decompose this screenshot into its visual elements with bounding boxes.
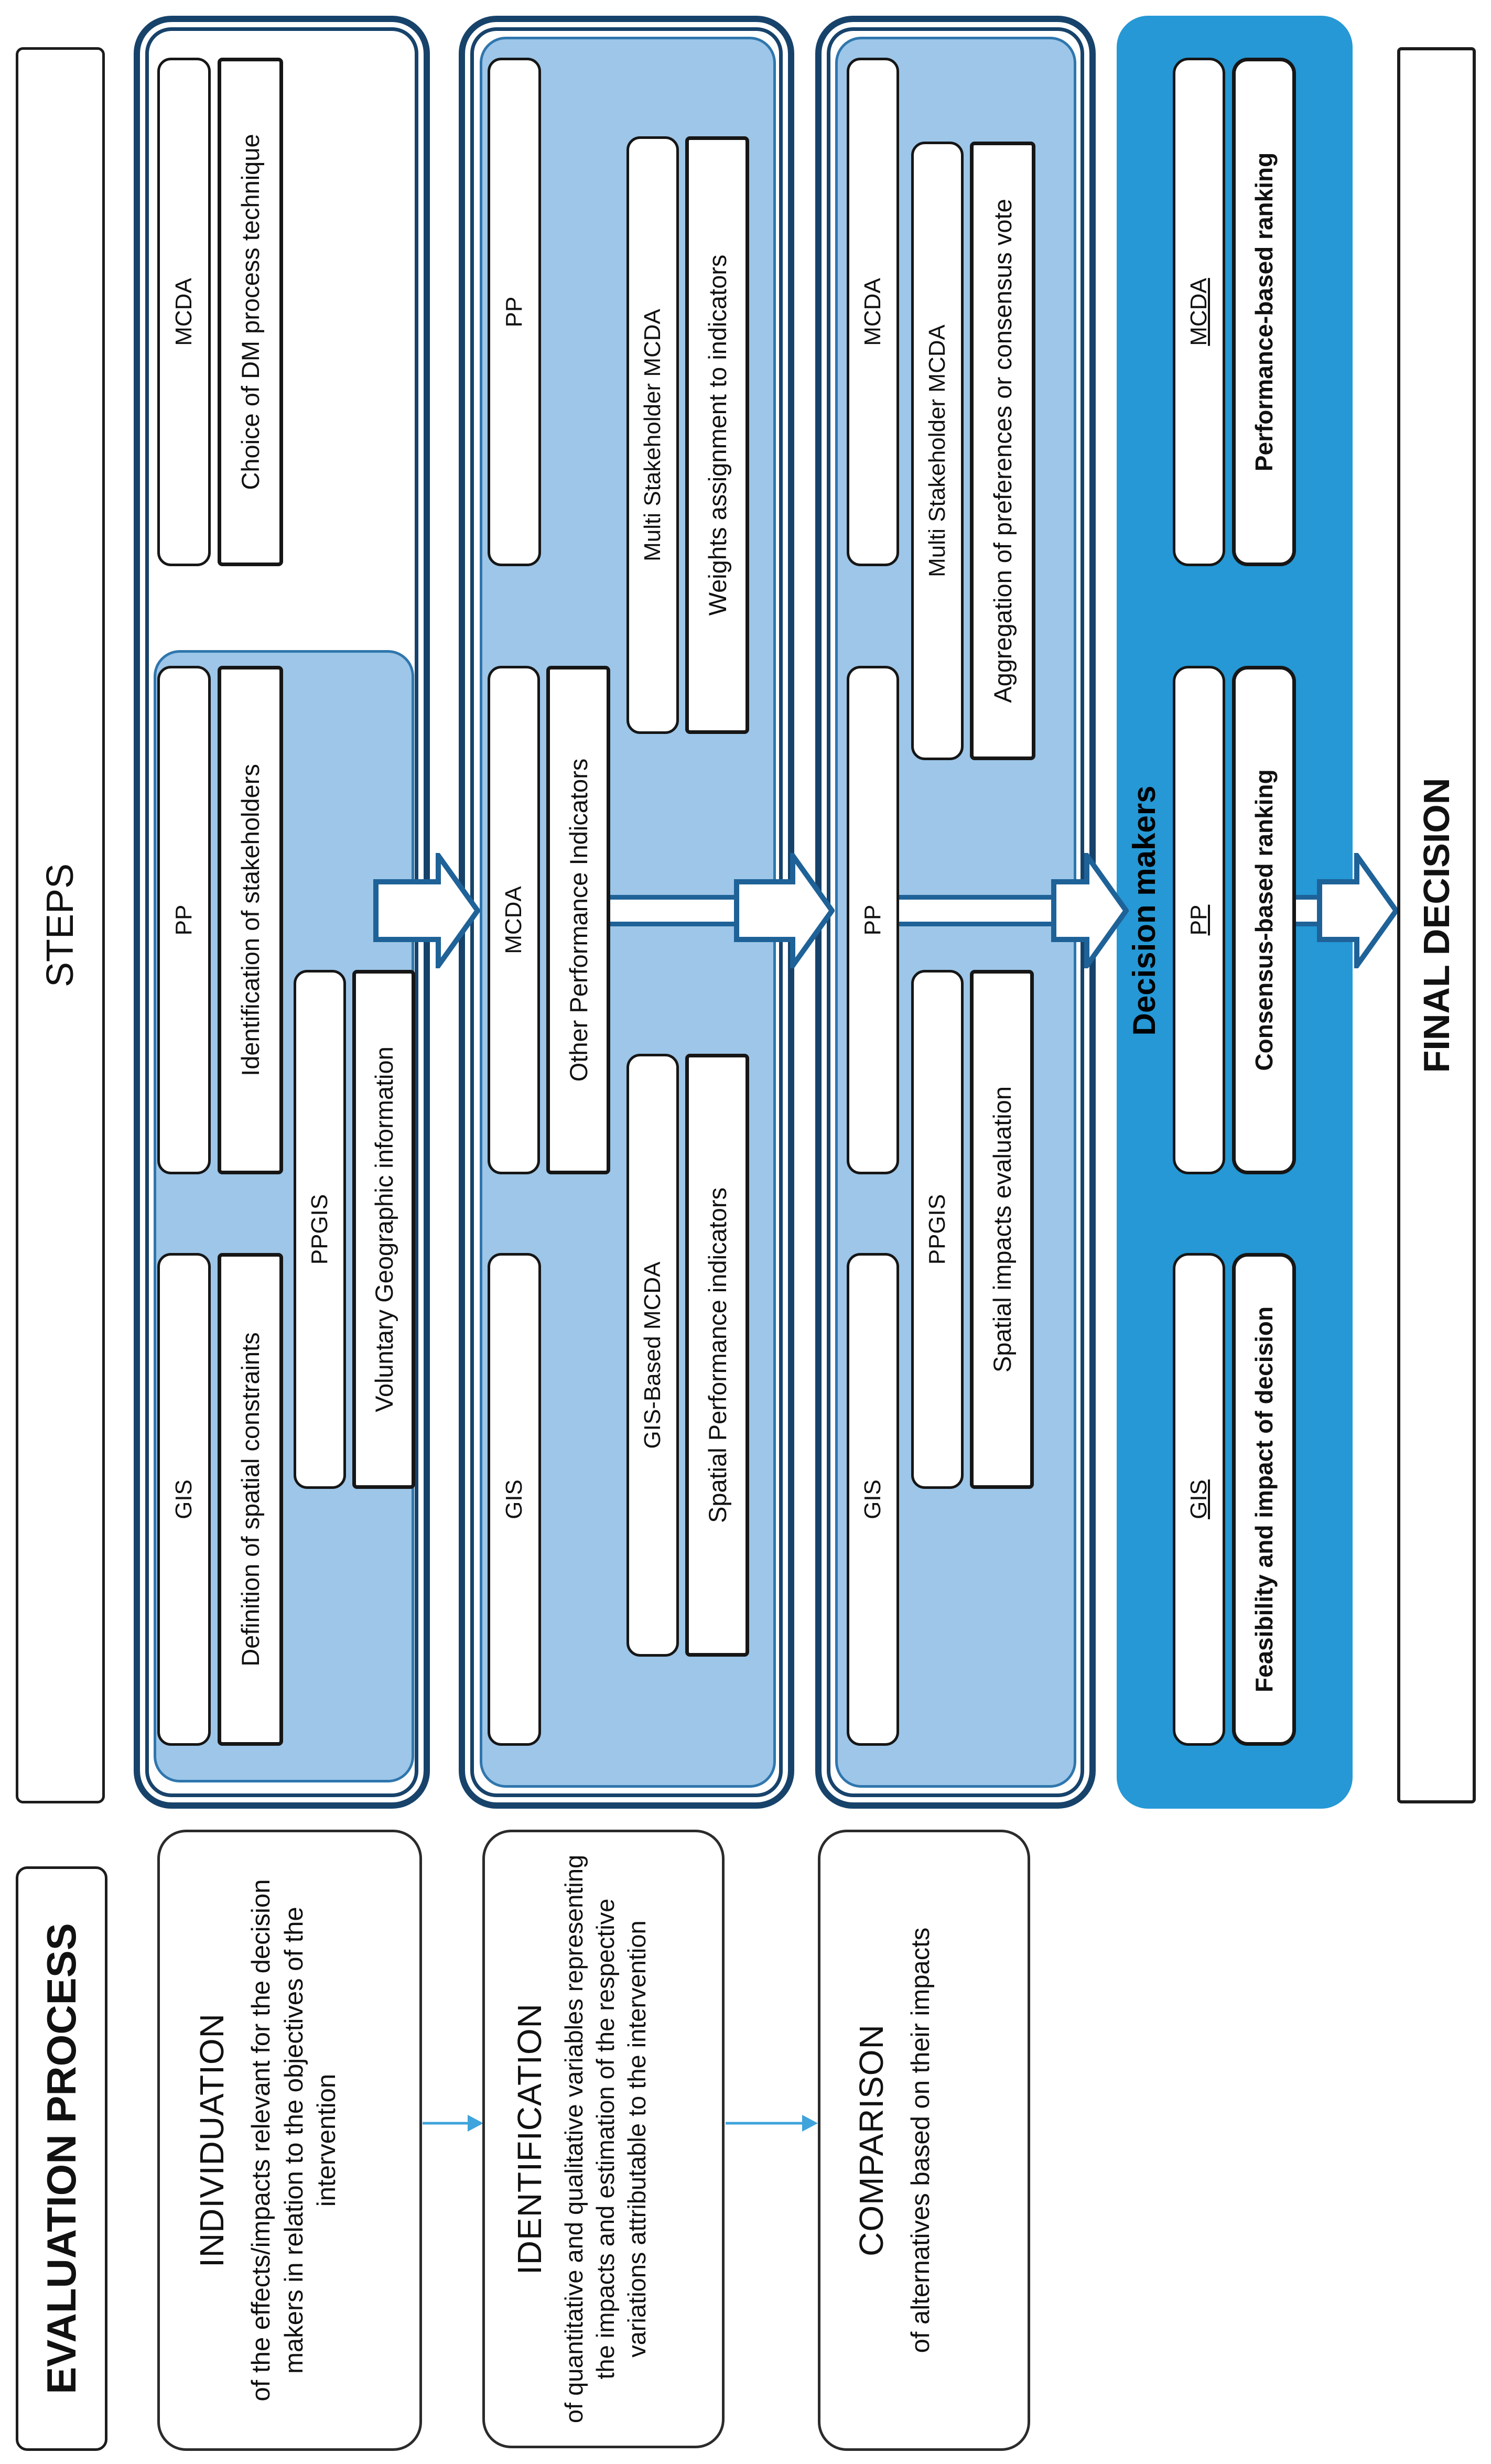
step4-mcda-task-bar: Performance-based ranking xyxy=(1232,58,1296,566)
step2-gis-mcda-label-bar: GIS-Based MCDA xyxy=(626,1054,679,1657)
step1-mcda-label-bar: MCDA xyxy=(157,58,211,566)
process-box-title: INDIVIDUATION xyxy=(193,2013,231,2267)
step1-ppgis-label-bar: PPGIS xyxy=(294,970,346,1489)
step3-gis-label-bar: GIS xyxy=(847,1253,899,1746)
flow-arrow-step4-final-icon xyxy=(1317,853,1399,968)
process-box-body: of quantitative and qualitative variable… xyxy=(560,1854,651,2424)
step1-gis-label-bar: GIS xyxy=(157,1253,211,1746)
step1-pp-task-bar: Identification of stakeholders xyxy=(218,666,283,1174)
step4-gis-label-bar: GIS xyxy=(1173,1253,1225,1746)
connector-arrow-2-icon xyxy=(726,2115,818,2132)
flow-pipe-step2 xyxy=(610,895,739,926)
process-box-body: of alternatives based on their impacts xyxy=(906,1927,935,2353)
step1-pp-label-bar: PP xyxy=(157,666,211,1174)
process-box-body: of the effects/impacts relevant for the … xyxy=(247,1879,341,2402)
process-box-comparison: COMPARISON of alternatives based on thei… xyxy=(818,1830,1030,2451)
flow-arrow-step3-step4-icon xyxy=(1051,853,1129,968)
step2-ms-mcda-label-bar: Multi Stakeholder MCDA xyxy=(626,136,679,734)
step2-gis-mcda-task-bar: Spatial Performance indicators xyxy=(685,1054,749,1657)
step1-gis-task-bar: Definition of spatial constraints xyxy=(218,1253,283,1746)
step2-mcda-task-bar: Other Performance Indicators xyxy=(546,666,610,1174)
step2-ms-mcda-task-bar: Weights assignment to indicators xyxy=(685,136,749,734)
step4-pp-label-bar: PP xyxy=(1173,666,1225,1174)
final-decision-bar: FINAL DECISION xyxy=(1397,47,1476,1803)
step1-mcda-task-bar: Choice of DM process technique xyxy=(218,58,283,566)
process-box-title: IDENTIFICATION xyxy=(511,2003,548,2275)
step2-mcda-label-bar: MCDA xyxy=(488,666,540,1174)
decision-makers-title: Decision makers xyxy=(1126,785,1162,1036)
step4-pp-task-bar: Consensus-based ranking xyxy=(1232,666,1296,1174)
step1-ppgis-task-bar: Voluntary Geographic information xyxy=(352,970,415,1489)
process-box-title: COMPARISON xyxy=(852,2024,890,2256)
steps-header: STEPS xyxy=(16,47,105,1803)
step3-pp-label-bar: PP xyxy=(847,666,899,1174)
step3-mcda-label-bar: MCDA xyxy=(847,58,899,566)
connector-arrow-1-icon xyxy=(423,2115,483,2132)
step3-ppgis-task-bar: Spatial impacts evaluation xyxy=(970,970,1034,1489)
flow-pipe-step3 xyxy=(899,895,1056,926)
step3-ms-mcda-task-bar: Aggregation of preferences or consensus … xyxy=(970,142,1035,760)
process-box-individuation: INDIVIDUATION of the effects/impacts rel… xyxy=(157,1830,422,2451)
step3-ms-mcda-label-bar: Multi Stakeholder MCDA xyxy=(911,142,964,760)
process-box-identification: IDENTIFICATION of quantitative and quali… xyxy=(482,1830,725,2448)
step4-gis-task-bar: Feasibility and impact of decision xyxy=(1232,1253,1296,1746)
flow-arrow-step1-step2-icon xyxy=(373,853,480,968)
step2-pp-label-bar: PP xyxy=(488,58,541,566)
step4-mcda-label-bar: MCDA xyxy=(1173,58,1225,566)
flow-arrow-step2-step3-icon xyxy=(734,853,835,968)
evaluation-process-header: EVALUATION PROCESS xyxy=(16,1866,107,2451)
step3-ppgis-label-bar: PPGIS xyxy=(911,970,964,1489)
step2-gis-label-bar: GIS xyxy=(488,1253,541,1746)
